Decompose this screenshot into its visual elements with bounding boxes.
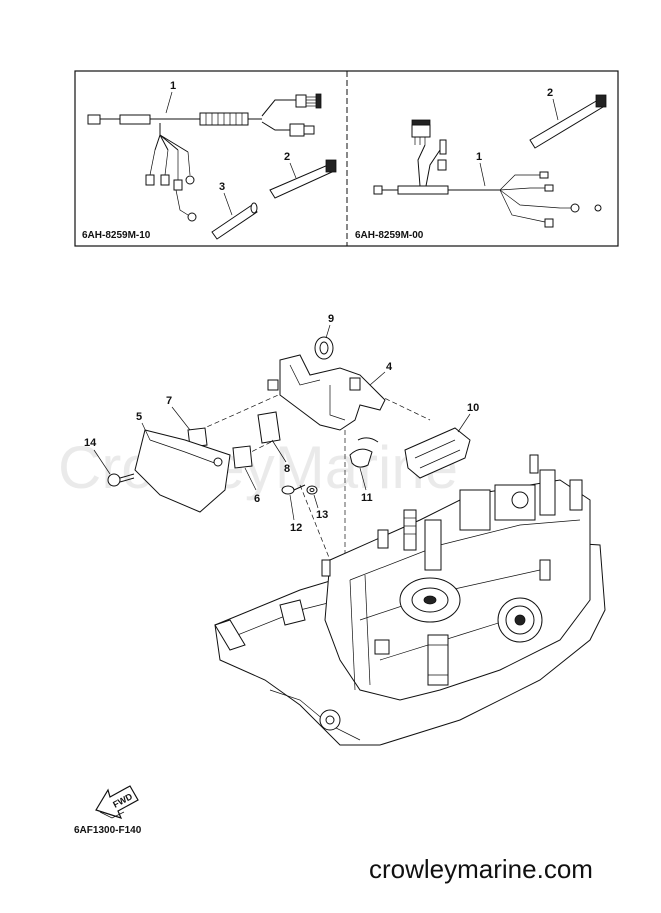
cable-tie-right [529,94,607,149]
callout-14: 14 [84,437,97,449]
callout-8: 8 [284,463,290,475]
cover-part [134,429,231,513]
wire-harness-right [373,119,602,228]
cable-tie-left [269,159,337,199]
fwd-arrow: FWD [95,785,139,819]
screw-part-12 [281,484,306,495]
callout-13: 13 [316,509,328,521]
callout-5: 5 [136,411,142,423]
inset-left-callout-2: 2 [284,151,290,163]
bolt-part-14 [107,473,135,487]
callout-11: 11 [361,492,373,504]
inset-box [74,70,619,247]
callout-10: 10 [467,402,479,414]
inset-left-callout-3: 3 [219,181,225,193]
engine-block [214,454,606,746]
clip-part [349,437,379,468]
inset-right-callout-1: 1 [476,151,482,163]
tube-part [211,202,258,240]
watermark: CrowleyMarine [58,434,458,501]
inset-left-callout-1: 1 [170,80,176,92]
callout-4: 4 [386,361,393,373]
callout-6: 6 [254,493,260,505]
diagram-code: 6AF1300-F140 [74,825,142,836]
housing-part [404,427,471,479]
callout-9: 9 [328,313,334,325]
grommet-part [314,336,334,360]
callout-12: 12 [290,522,302,534]
bracket-part [267,354,386,431]
inset-right-code: 6AH-8259M-00 [355,230,424,241]
washer-part-13 [306,485,318,495]
plate-part-8 [257,411,281,444]
footer-url[interactable]: crowleymarine.com [369,854,593,884]
inset-left-code: 6AH-8259M-10 [82,230,151,241]
wire-harness-left [87,93,322,222]
callout-7: 7 [166,395,172,407]
plate-part-6 [232,445,253,469]
inset-right-callout-2: 2 [547,87,553,99]
